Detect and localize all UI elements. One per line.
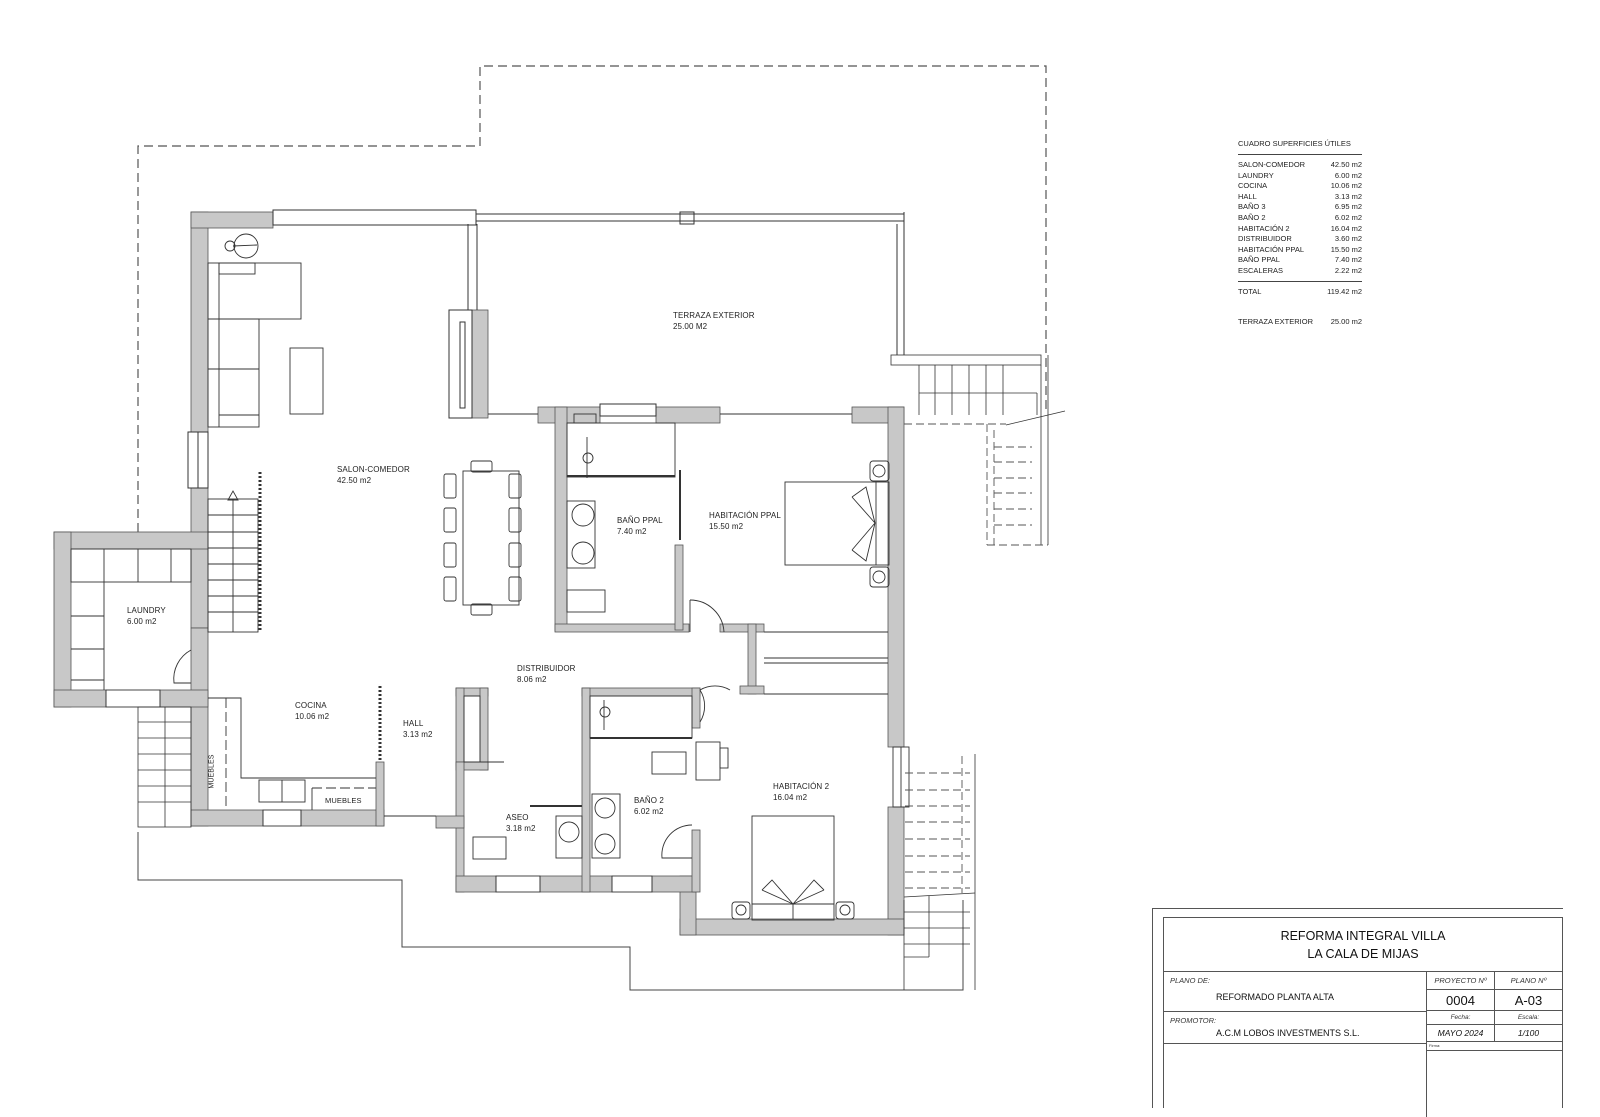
terrace-frame (272, 209, 905, 419)
upper-exterior-stair (890, 354, 1066, 545)
bano-ppal-fixtures (566, 413, 681, 613)
divider (1238, 154, 1362, 155)
bano2-aseo-fixtures (463, 685, 731, 893)
title-block: REFORMA INTEGRAL VILLA LA CALA DE MIJAS … (1152, 908, 1563, 1117)
kitchen-furniture (208, 697, 436, 827)
lower-right-stair (903, 754, 976, 990)
room-label-bano-2: BAÑO 2 6.02 m2 (634, 796, 664, 816)
room-label-distribuidor: DISTRIBUIDOR 8.06 m2 (517, 664, 576, 684)
room-label-bano-ppal: BAÑO PPAL 7.40 m2 (617, 516, 663, 536)
room-label-habitacion-2: HABITACIÓN 2 16.04 m2 (773, 782, 830, 802)
escala-value: 1/100 (1495, 1025, 1562, 1042)
room-label-salon-comedor: SALON-COMEDOR 42.50 m2 (337, 465, 410, 485)
fecha-value: MAYO 2024 (1427, 1025, 1495, 1042)
project-title: REFORMA INTEGRAL VILLA LA CALA DE MIJAS (1164, 918, 1562, 972)
title-block-right: PROYECTO Nº PLANO Nº 0004 A-03 Fecha: Es… (1426, 972, 1562, 1117)
divider (1238, 280, 1362, 282)
room-label-laundry: LAUNDRY 6.00 m2 (127, 606, 166, 626)
walls (53, 211, 905, 936)
laundry-cabinets (70, 548, 192, 708)
plano-number: A-03 (1495, 990, 1562, 1011)
internal-stair (207, 472, 382, 762)
hab2-bed (731, 746, 910, 921)
firma-label: Firma: (1427, 1042, 1562, 1051)
living-furniture (207, 233, 324, 428)
title-block-left: PLANO DE: REFORMADO PLANTA ALTA PROMOTOR… (1164, 972, 1426, 1044)
promotor-cell: PROMOTOR: A.C.M LOBOS INVESTMENTS S.L. (1164, 1012, 1426, 1044)
living-window (187, 431, 209, 489)
plot-outline (137, 832, 964, 991)
room-label-aseo: ASEO 3.18 m2 (506, 813, 536, 833)
upper-stair-dashed (904, 423, 1048, 546)
upper-outline-dashed (137, 65, 1047, 532)
proyecto-number: 0004 (1427, 990, 1495, 1011)
annotation-muebles-horizontal: MUEBLES (325, 796, 362, 805)
lower-right-stair-dashed (905, 756, 970, 893)
annotation-muebles-vertical: MUEBLES (208, 754, 216, 789)
plano-de-cell: PLANO DE: REFORMADO PLANTA ALTA (1164, 972, 1426, 1012)
room-label-cocina: COCINA 10.06 m2 (295, 701, 330, 721)
lower-exterior-stair (137, 706, 192, 828)
room-label-habitacion-ppal: HABITACIÓN PPAL 15.50 m2 (709, 511, 781, 531)
title-block-grid: PROYECTO Nº PLANO Nº 0004 A-03 Fecha: Es… (1427, 972, 1562, 1042)
room-label-terraza-exterior: TERRAZA EXTERIOR 25.00 M2 (673, 311, 755, 331)
master-bed (689, 460, 890, 695)
dining-table (443, 460, 522, 616)
areas-table-title: CUADRO SUPERFICIES ÚTILES (1238, 139, 1351, 148)
room-label-hall: HALL 3.13 m2 (403, 719, 433, 739)
title-block-frame: REFORMA INTEGRAL VILLA LA CALA DE MIJAS … (1163, 917, 1563, 1117)
